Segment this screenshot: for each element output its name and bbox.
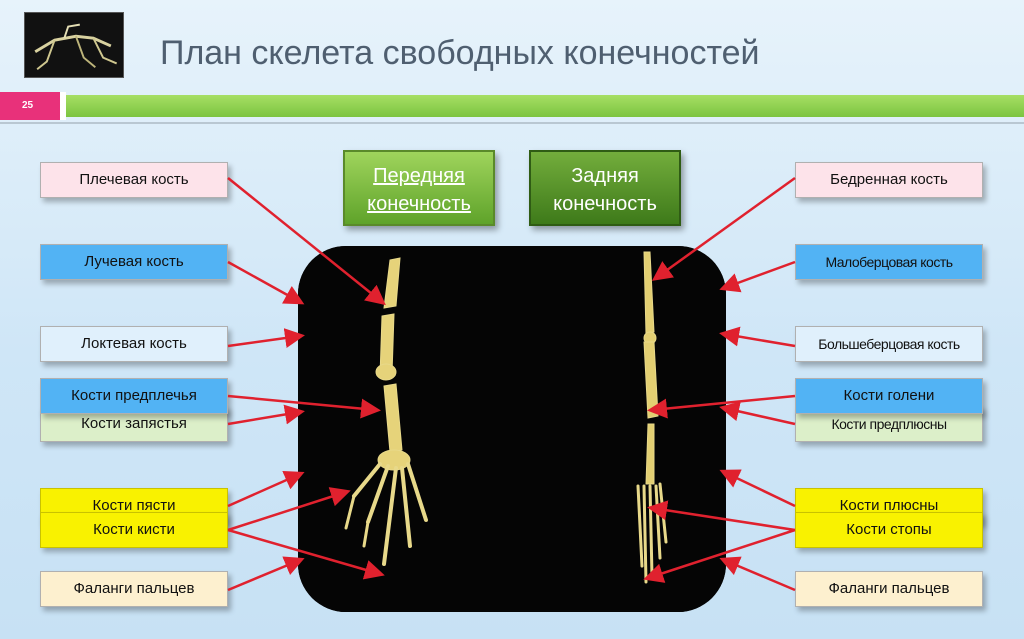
label-fibula: Малоберцовая кость — [795, 244, 983, 280]
label-forearm-bones: Кости предплечья — [40, 378, 228, 414]
slide-number: 25 — [0, 92, 60, 120]
label-radius: Лучевая кость — [40, 244, 228, 280]
label-front-phalanges: Фаланги пальцев — [40, 571, 228, 607]
frog-limb-skeleton-photo — [298, 246, 726, 612]
front-limb-header: Передняя конечность — [343, 150, 495, 226]
header-bar — [66, 95, 1024, 117]
label-humerus: Плечевая кость — [40, 162, 228, 198]
frog-skeleton-thumbnail — [24, 12, 124, 78]
label-foot-bones: Кости стопы — [795, 512, 983, 548]
label-ulna: Локтевая кость — [40, 326, 228, 362]
label-hind-phalanges: Фаланги пальцев — [795, 571, 983, 607]
hind-limb-header: Задняя конечность — [529, 150, 681, 226]
slide-title: План скелета свободных конечностей — [160, 28, 1000, 78]
label-shin-bones: Кости голени — [795, 378, 983, 414]
label-hand-bones: Кости кисти — [40, 512, 228, 548]
divider-line — [0, 122, 1024, 124]
label-tibia: Большеберцовая кость — [795, 326, 983, 362]
label-femur: Бедренная кость — [795, 162, 983, 198]
